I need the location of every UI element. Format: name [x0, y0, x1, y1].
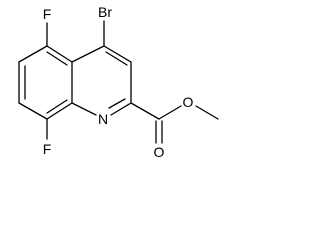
nitrogen-atom: N — [96, 111, 110, 127]
bond-oester-methyl — [195, 105, 219, 120]
bond-c2-n1-inner — [108, 98, 126, 109]
bond-n1-c8a — [71, 102, 97, 116]
structure-canvas: Br F F N O O — [18, 4, 219, 160]
bromine-atom: Br — [97, 4, 113, 20]
bond-c7-c8 — [18, 102, 48, 120]
bond-c4-c3 — [103, 45, 132, 63]
bond-c8-c8a-inner — [46, 99, 68, 114]
bond-c4a-c5 — [46, 45, 73, 63]
fluorine-atom-8: F — [41, 141, 53, 157]
carbonyl-oxygen-atom: O — [152, 144, 166, 160]
bond-c4a-c4 — [71, 45, 105, 63]
bond-layer — [18, 20, 219, 144]
bond-ccarb-oester — [158, 105, 182, 120]
bond-c8-c8a — [46, 102, 73, 120]
bond-c4a-c5-inner — [46, 51, 68, 66]
ester-oxygen-atom: O — [181, 94, 195, 110]
bond-c5-c6 — [18, 45, 48, 63]
bond-c4-c3-inner — [105, 51, 128, 66]
fluorine-atom-5: F — [41, 6, 53, 22]
bond-c2-ccarb — [130, 102, 160, 120]
bond-c2-n1 — [110, 102, 132, 116]
